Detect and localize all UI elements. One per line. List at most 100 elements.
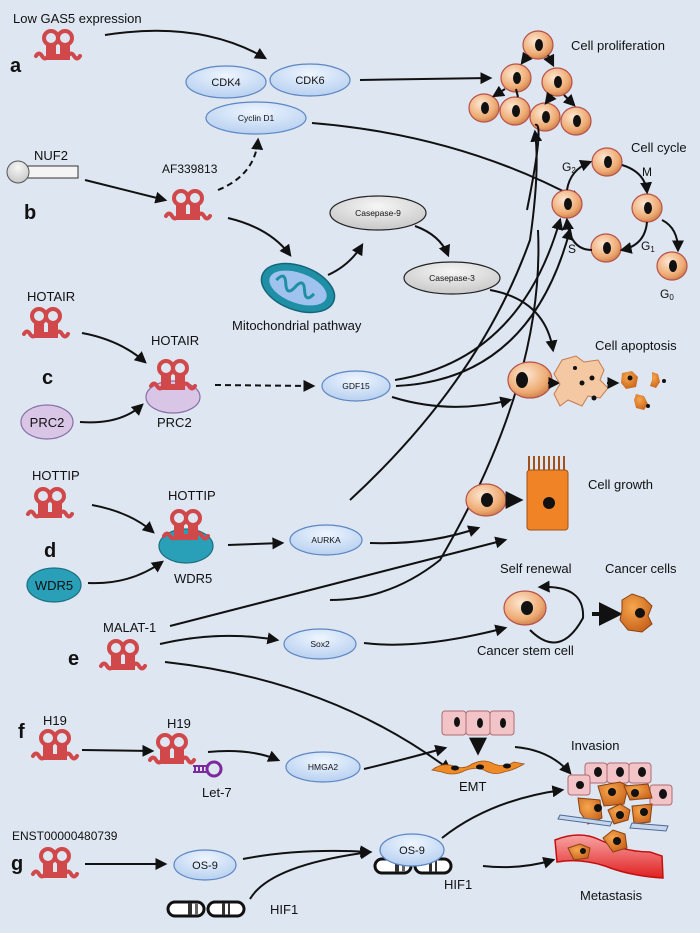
panel-c: c HOTAIR PRC2 HOTAIR PRC2 GDF15: [20, 289, 513, 440]
line-proliferation-up: [526, 123, 540, 211]
hottip-bound-label: HOTTIP: [168, 488, 216, 503]
healthy-cell-icon: [507, 361, 553, 399]
aurka-label: AURKA: [311, 535, 341, 545]
hotair-prc2-complex: [145, 359, 201, 414]
casepase3-label: Casepase-3: [429, 273, 475, 283]
panel-f: f H19 H19 Let-7 HMGA2: [18, 713, 448, 800]
arrow-hotair-complex: [81, 332, 147, 364]
cancer-stem-cell-label: Cancer stem cell: [477, 643, 574, 658]
os9-a-label: OS-9: [192, 860, 218, 872]
arrow-malat1-growth: [169, 536, 508, 627]
cell-icon: [468, 93, 500, 123]
cell-s-icon: [551, 189, 583, 219]
hmga2-label: HMGA2: [308, 762, 339, 772]
arrow-h19-complex: [81, 744, 155, 757]
hottip-rna-icon: [26, 487, 74, 520]
h19-bound-rna-icon: [148, 733, 196, 766]
let7-label: Let-7: [202, 785, 232, 800]
panel-label-c: c: [42, 367, 53, 389]
arrow-emt-invasion: [514, 746, 572, 775]
self-renewal-label: Self renewal: [500, 561, 572, 576]
cell-g2-icon: [591, 147, 623, 177]
arrow-complex-gdf15: [214, 379, 316, 392]
sox2-label: Sox2: [310, 639, 330, 649]
prc2-bound-label: PRC2: [157, 415, 192, 430]
arrow-af-mito: [227, 217, 292, 257]
metastasis-group: Metastasis: [554, 829, 664, 903]
sox2-node: Sox2: [283, 628, 357, 660]
arrow-aurka-proliferation: [349, 129, 543, 501]
growth-label: Cell growth: [588, 477, 653, 492]
arrow-cdk6-proliferation: [359, 72, 493, 85]
cell-icon: [529, 102, 561, 132]
malat1-label: MALAT-1: [103, 620, 156, 635]
line-aurka-up: [329, 229, 540, 601]
arrow-hif1-complex: [249, 847, 373, 900]
panel-label-a: a: [10, 55, 22, 77]
arrow-complex-invasion: [441, 785, 565, 839]
arrow-complex-metastasis: [482, 857, 556, 869]
arrow-hottip-complex: [91, 504, 155, 534]
os9-node-b: OS-9: [379, 833, 445, 867]
proliferation-label: Cell proliferation: [571, 38, 665, 53]
apoptotic-body-icon: [634, 394, 648, 410]
wdr5-bound-label: WDR5: [174, 571, 212, 586]
hottip-bound-rna-icon: [162, 509, 210, 542]
phase-g1-label: G1: [641, 239, 655, 254]
os9-b-label: OS-9: [399, 845, 425, 857]
panel-d: d HOTTIP WDR5 HOTTIP WDR5 AURKA: [26, 468, 481, 603]
hotair-bound-rna-icon: [149, 359, 197, 392]
arrow-prc2-complex: [79, 403, 144, 424]
apoptosis-label: Cell apoptosis: [595, 338, 677, 353]
panel-a: a Low GAS5 expression CDK4 CDK6 Cyclin D…: [10, 11, 583, 202]
aurka-node: AURKA: [289, 524, 363, 556]
cdk4-label: CDK4: [211, 77, 240, 89]
apoptotic-body-icon: [650, 372, 660, 388]
apoptosis-cluster: Cell apoptosis: [507, 338, 677, 410]
panel-b: b NUF2 AF339813 Mitochondrial pathway Ca…: [6, 137, 558, 353]
cdk6-node: CDK6: [269, 63, 351, 97]
hif1-a-label: HIF1: [270, 902, 298, 917]
gdf15-node: GDF15: [321, 370, 391, 402]
arrow-cyclin-cellcycle: [311, 122, 583, 202]
basement-membrane-icon: [557, 814, 613, 827]
panel-label-e: e: [68, 648, 79, 670]
panel-g: g ENST00000480739 OS-9 HIF1 OS-9 HIF1: [11, 785, 565, 918]
hif1-chromosome-icon: [166, 900, 246, 918]
phase-s-label: S: [568, 242, 576, 256]
cyclin-d1-node: Cyclin D1: [205, 101, 307, 135]
emt-group: EMT: [431, 710, 572, 794]
panel-label-d: d: [44, 540, 56, 562]
casepase9-node: Casepase-9: [329, 195, 427, 231]
self-renewal-loop: [529, 580, 585, 644]
arrow-wdr5-complex: [87, 560, 164, 585]
mitochondrion-icon: [260, 262, 336, 314]
enst-label: ENST00000480739: [12, 829, 118, 843]
proliferation-cluster: Cell proliferation: [468, 30, 665, 136]
h19-free-label: H19: [43, 713, 67, 728]
hotair-free-label: HOTAIR: [27, 289, 75, 304]
af339813-rna-icon: [164, 189, 212, 222]
cell-icon: [560, 106, 592, 136]
prc2-free-icon: PRC2: [20, 404, 74, 440]
cdk4-node: CDK4: [185, 65, 267, 99]
hotair-bound-label: HOTAIR: [151, 333, 199, 348]
gdf15-label: GDF15: [342, 381, 370, 391]
cell-m-icon: [631, 193, 663, 223]
epithelial-cells-icon: [441, 710, 515, 736]
invasion-label: Invasion: [571, 738, 619, 753]
phase-m-label: M: [642, 165, 652, 179]
arrow-gas5-cdk: [104, 29, 268, 60]
prc2-free-label: PRC2: [30, 415, 65, 430]
arrow-casp9-casp3: [414, 225, 451, 258]
enst-rna-icon: [31, 847, 79, 880]
gas5-rna-icon: [34, 29, 82, 62]
phase-g2-label: G2: [562, 160, 576, 175]
cell-icon: [500, 63, 532, 93]
panel-label-b: b: [24, 202, 36, 224]
invasion-group: Invasion: [557, 738, 673, 832]
arrow-nuf2-af: [84, 179, 168, 204]
hmga2-node: HMGA2: [285, 751, 361, 783]
